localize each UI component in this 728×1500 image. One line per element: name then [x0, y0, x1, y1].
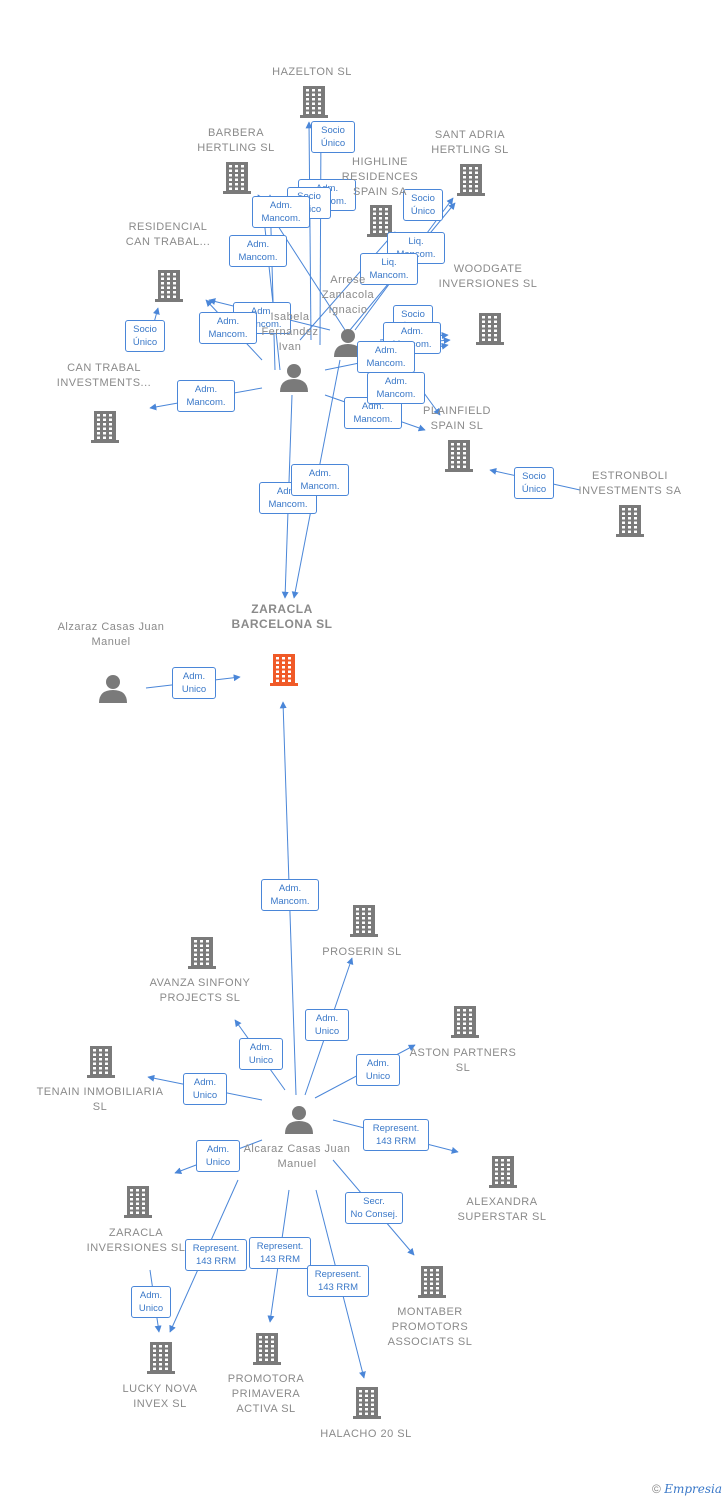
- node-label-alexandra[interactable]: ALEXANDRA SUPERSTAR SL: [457, 1196, 547, 1223]
- edge-label[interactable]: Adm. Unico: [183, 1073, 227, 1105]
- edge-isabela-barbera: [259, 199, 281, 371]
- brand-logo: Empresia: [664, 1482, 722, 1496]
- edge-label[interactable]: Represent. 143 RRM: [363, 1119, 429, 1151]
- node-label-barbera[interactable]: BARBERA HERTLING SL: [197, 127, 275, 154]
- node-label-residencial[interactable]: RESIDENCIAL CAN TRABAL...: [125, 221, 211, 248]
- building-icon[interactable]: [87, 1046, 115, 1078]
- node-label-zaracla_bcn[interactable]: ZARACLA BARCELONA SL: [231, 602, 333, 631]
- edge-label[interactable]: Socio Único: [125, 320, 165, 352]
- edge-isabela-hazelton: [317, 121, 325, 346]
- edge-label[interactable]: Secr. No Consej.: [345, 1192, 403, 1224]
- node-label-hazelton[interactable]: HAZELTON SL: [272, 66, 352, 78]
- node-label-avanza[interactable]: AVANZA SINFONY PROJECTS SL: [149, 977, 251, 1004]
- building-icon[interactable]: [489, 1156, 517, 1188]
- node-label-plainfield[interactable]: PLAINFIELD SPAIN SL: [423, 405, 491, 432]
- building-icon[interactable]: [155, 270, 183, 302]
- node-label-tenain[interactable]: TENAIN INMOBILIARIA SL: [36, 1086, 164, 1113]
- edge-label[interactable]: Socio Único: [311, 121, 355, 153]
- edge-label[interactable]: Adm. Unico: [239, 1038, 283, 1070]
- person-icon[interactable]: [334, 329, 362, 357]
- node-label-proserin[interactable]: PROSERIN SL: [322, 946, 402, 958]
- person-icon[interactable]: [99, 675, 127, 703]
- edge-label[interactable]: Adm. Mancom.: [177, 380, 235, 412]
- building-icon[interactable]: [124, 1186, 152, 1218]
- node-label-aston[interactable]: ASTON PARTNERS SL: [409, 1047, 517, 1074]
- node-label-alzaraz_top[interactable]: Alzaraz Casas Juan Manuel: [57, 621, 165, 648]
- person-icon[interactable]: [285, 1106, 313, 1134]
- building-icon[interactable]: [270, 654, 298, 686]
- edge-label[interactable]: Represent. 143 RRM: [249, 1237, 311, 1269]
- edge-label[interactable]: Adm. Mancom.: [367, 372, 425, 404]
- edge-isabela-highline: [299, 231, 396, 341]
- edge-label[interactable]: Adm. Mancom.: [252, 196, 310, 228]
- node-label-highline[interactable]: HIGHLINE RESIDENCES SPAIN SA: [341, 156, 419, 198]
- node-label-santadria[interactable]: SANT ADRIA HERTLING SL: [431, 129, 509, 156]
- edge-label[interactable]: Adm. Mancom.: [229, 235, 287, 267]
- building-icon[interactable]: [91, 411, 119, 443]
- edge-label[interactable]: Represent. 143 RRM: [307, 1265, 369, 1297]
- node-label-lucky[interactable]: LUCKY NOVA INVEX SL: [122, 1383, 198, 1410]
- edge-label[interactable]: Adm. Mancom.: [357, 341, 415, 373]
- edge-label[interactable]: Adm. Unico: [131, 1286, 171, 1318]
- edge-label[interactable]: Represent. 143 RRM: [185, 1239, 247, 1271]
- node-label-halacho[interactable]: HALACHO 20 SL: [320, 1428, 412, 1440]
- node-label-zaracla_inv[interactable]: ZARACLA INVERSIONES SL: [86, 1227, 186, 1254]
- building-icon[interactable]: [457, 164, 485, 196]
- building-icon[interactable]: [445, 440, 473, 472]
- copyright-symbol: ©: [652, 1482, 661, 1496]
- building-icon[interactable]: [350, 905, 378, 937]
- building-icon[interactable]: [476, 313, 504, 345]
- building-icon[interactable]: [223, 162, 251, 194]
- edge-label[interactable]: Adm. Unico: [305, 1009, 349, 1041]
- edge-label[interactable]: Adm. Mancom.: [291, 464, 349, 496]
- node-label-arrese[interactable]: Arrese Zamacola Ignacio: [321, 274, 375, 316]
- node-label-woodgate[interactable]: WOODGATE INVERSIONES SL: [438, 263, 538, 290]
- edge-label[interactable]: Adm. Mancom.: [261, 879, 319, 911]
- building-icon[interactable]: [418, 1266, 446, 1298]
- node-label-promotora[interactable]: PROMOTORA PRIMAVERA ACTIVA SL: [227, 1373, 305, 1415]
- edge-label[interactable]: Socio Único: [403, 189, 443, 221]
- edge-isabela-hazelton: [305, 121, 313, 341]
- building-icon[interactable]: [451, 1006, 479, 1038]
- node-label-cantrabal[interactable]: CAN TRABAL INVESTMENTS...: [56, 362, 152, 389]
- edge-label[interactable]: Adm. Unico: [172, 667, 216, 699]
- building-icon[interactable]: [253, 1333, 281, 1365]
- footer-brand[interactable]: © Empresia: [652, 1482, 722, 1496]
- node-label-alcaraz[interactable]: Alcaraz Casas Juan Manuel: [243, 1143, 351, 1170]
- nodes-layer: [87, 86, 644, 1419]
- node-label-montaber[interactable]: MONTABER PROMOTORS ASSOCIATS SL: [387, 1306, 473, 1348]
- building-icon[interactable]: [353, 1387, 381, 1419]
- edge-label[interactable]: Adm. Mancom.: [199, 312, 257, 344]
- edge-label[interactable]: Adm. Unico: [356, 1054, 400, 1086]
- node-label-estronboli[interactable]: ESTRONBOLI INVESTMENTS SA: [578, 470, 682, 497]
- building-icon[interactable]: [367, 205, 395, 237]
- edge-label[interactable]: Socio Único: [514, 467, 554, 499]
- building-icon[interactable]: [147, 1342, 175, 1374]
- building-icon[interactable]: [616, 505, 644, 537]
- edge-label[interactable]: Liq. Mancom.: [360, 253, 418, 285]
- person-icon[interactable]: [280, 364, 308, 392]
- building-icon[interactable]: [300, 86, 328, 118]
- edge-label[interactable]: Adm. Unico: [196, 1140, 240, 1172]
- building-icon[interactable]: [188, 937, 216, 969]
- node-label-isabela[interactable]: Isabela Fernandez Ivan: [261, 311, 319, 353]
